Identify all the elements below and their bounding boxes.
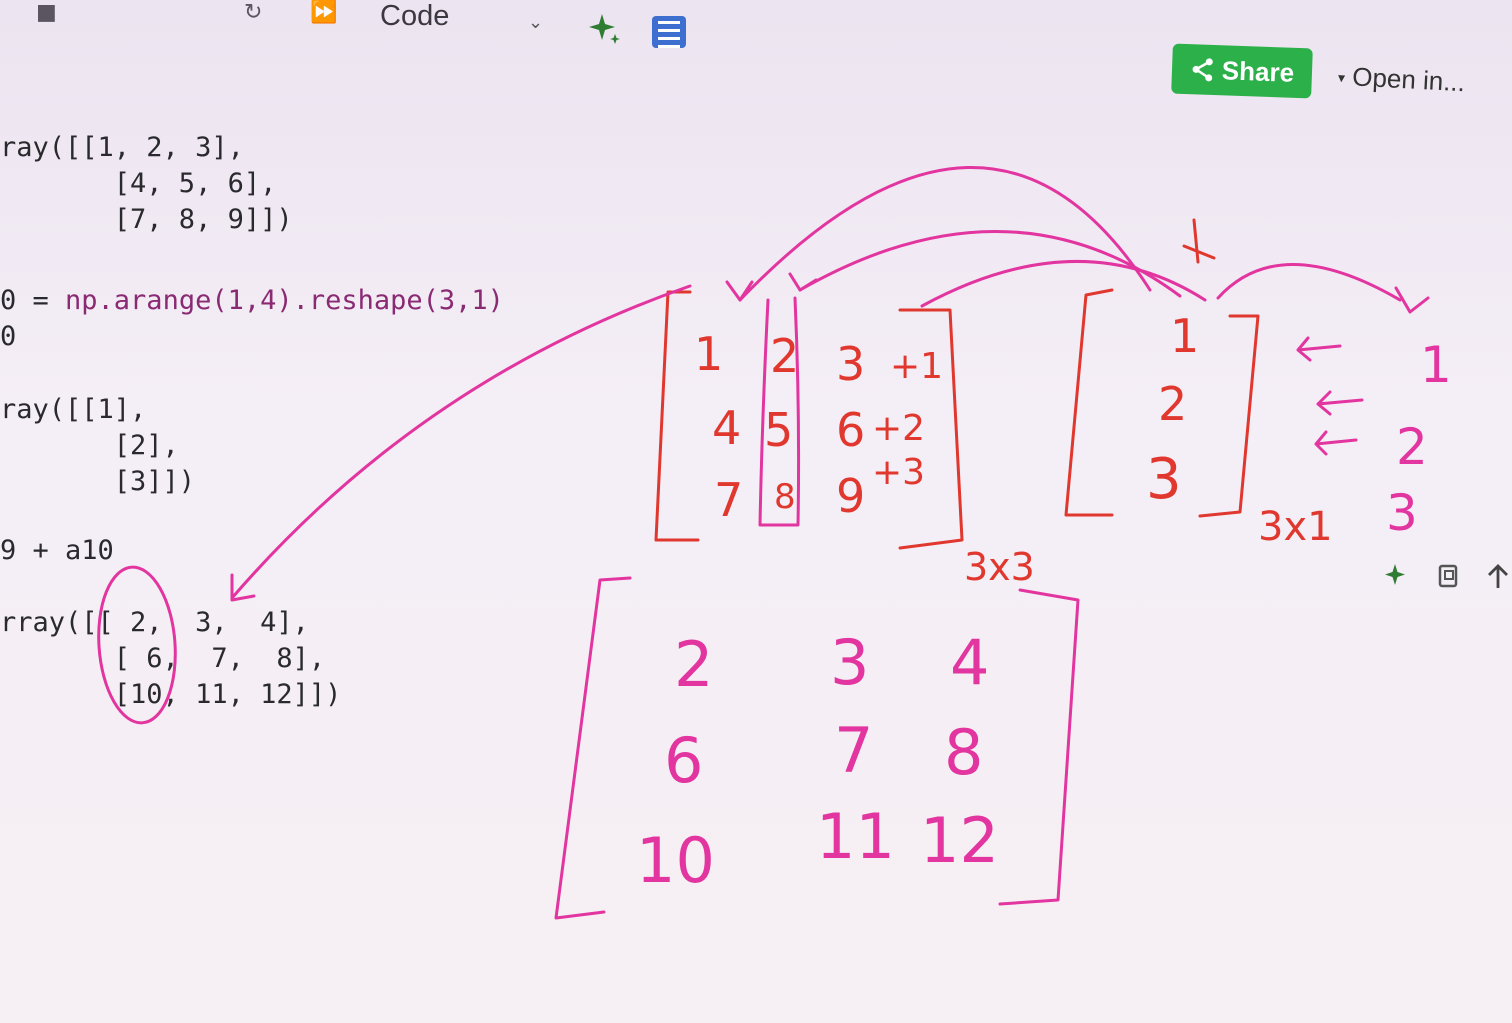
plus-label: +1 [890, 346, 943, 387]
result-cell: 11 [816, 800, 895, 873]
result-cell: 7 [834, 714, 873, 787]
input-addition[interactable]: 9 + a10 [0, 535, 114, 566]
format-icon[interactable] [652, 16, 686, 48]
move-up-icon[interactable] [1488, 564, 1508, 588]
result-cell: 8 [944, 716, 983, 789]
matrix-a-cell: 2 [770, 329, 799, 383]
restart-icon[interactable]: ↻ [244, 0, 263, 25]
matrix-a-cell: 8 [774, 477, 796, 517]
share-button[interactable]: Share [1171, 43, 1313, 99]
result-cell: 2 [674, 628, 713, 701]
plus-label: +3 [872, 452, 925, 493]
broadcast-cell: 1 [1420, 336, 1452, 394]
chevron-down-icon[interactable]: ⌄ [528, 12, 544, 33]
share-icon [1192, 58, 1213, 82]
plus-label: +2 [872, 408, 925, 449]
matrix-a-cell: 4 [712, 401, 741, 455]
output-array-3x3: ray([[1, 2, 3], [4, 5, 6], [7, 8, 9]]) [0, 132, 293, 235]
result-cell: 6 [664, 724, 703, 797]
shape-label-b: 3x1 [1258, 504, 1333, 550]
output-array-3x1: ray([[1], [2], [3]]) [0, 394, 196, 497]
result-cell: 4 [950, 626, 989, 699]
matrix-a-cell: 6 [836, 403, 865, 457]
input-arange-reshape[interactable]: 0 = np.arange(1,4).reshape(3,1) 0 [0, 285, 504, 352]
matrix-b-cell: 1 [1170, 309, 1199, 363]
broadcast-cell: 2 [1396, 418, 1428, 476]
matrix-a-cell: 1 [694, 327, 723, 381]
matrix-a-cell: 9 [836, 469, 865, 523]
cell-type-select[interactable]: Code [380, 0, 450, 32]
matrix-b-cell: 3 [1146, 447, 1182, 512]
copy-cell-icon[interactable] [1438, 564, 1458, 588]
matrix-a-cell: 5 [764, 403, 793, 457]
matrix-a-cell: 3 [836, 337, 865, 391]
stop-icon[interactable]: ■ [36, 0, 57, 25]
broadcast-cell: 3 [1386, 484, 1418, 542]
matrix-b-cell: 2 [1158, 377, 1187, 431]
notebook-toolbar: ■ ↻ ⏩ Code ⌄ [0, 0, 1512, 48]
result-cell: 12 [920, 804, 999, 877]
cell-toolbar [1385, 564, 1508, 588]
ai-sparkle-icon[interactable] [588, 12, 622, 46]
matrix-a-cell: 7 [714, 473, 743, 527]
output-array-result: rray([[ 2, 3, 4], [ 6, 7, 8], [10, 11, 1… [0, 607, 342, 710]
cell-sparkle-icon[interactable] [1385, 564, 1405, 585]
result-cell: 10 [636, 824, 715, 897]
shape-label-a: 3x3 [964, 545, 1035, 589]
result-cell: 3 [830, 626, 869, 699]
run-all-icon[interactable]: ⏩ [310, 0, 338, 25]
